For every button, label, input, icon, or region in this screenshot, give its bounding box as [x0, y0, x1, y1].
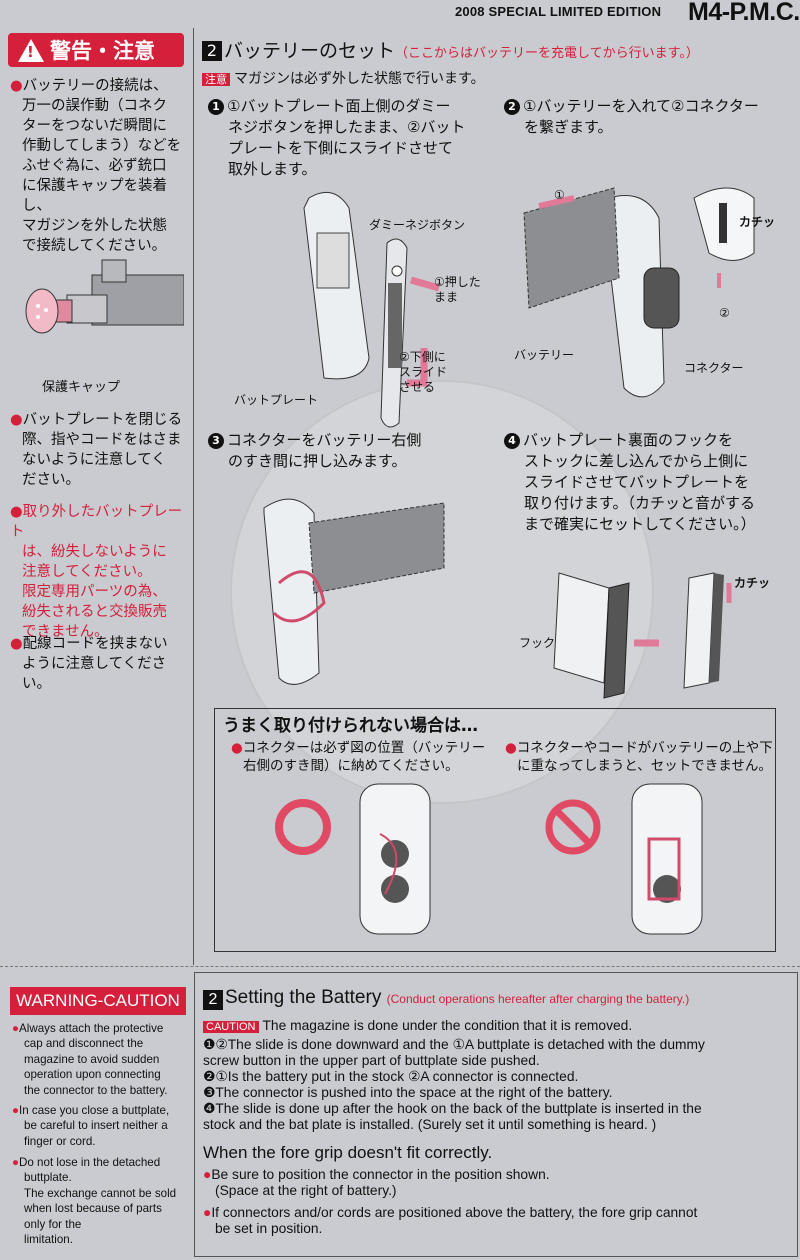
- warning-badge: ! 警告・注意: [8, 33, 184, 67]
- connector-label: コネクター: [684, 361, 744, 375]
- en-warning-column: WARNING-CAUTION ●Always attach the prote…: [0, 975, 192, 1260]
- en-step-line-4: ❸The connector is pushed into the space …: [203, 1085, 613, 1100]
- slide-down-label: ②下側に スライド させる: [399, 350, 448, 394]
- push-hold-label: ①押した まま: [434, 275, 481, 304]
- en-step-line-1: ❶②The slide is done downward and the ①A …: [203, 1037, 705, 1052]
- muzzle-cap-illustration: [25, 259, 184, 334]
- magazine-note: 注意マガジンは必ず外した状態で行います。: [202, 68, 485, 88]
- correct-circle-icon: [275, 799, 331, 855]
- hook-label: フック: [519, 636, 556, 650]
- trouble-title: うまく取り付けられない場合は…: [223, 716, 478, 736]
- warning-caution-badge: WARNING-CAUTION: [10, 987, 186, 1015]
- connector-tuck-illustration: [263, 498, 445, 685]
- en-step-line-3: ❷①Is the battery put in the stock ②A con…: [203, 1069, 579, 1084]
- step2-marker-1: ①: [554, 188, 565, 202]
- prohibited-icon: [545, 799, 601, 855]
- warning-badge-label: 警告・注意: [50, 39, 155, 63]
- section-divider: [0, 966, 800, 970]
- buttplate-label: バットプレート: [234, 393, 319, 407]
- en-fit-note-2b: be set in position.: [215, 1221, 323, 1236]
- model-logo: M4-P.M.C.: [688, 0, 800, 26]
- jp-warning-3: ●取り外したバットプレート は、紛失しないように 注意してください。 限定専用パ…: [10, 504, 183, 640]
- edition-label: 2008 SPECIAL LIMITED EDITION: [455, 4, 662, 19]
- incorrect-position-illustration: [631, 783, 703, 935]
- step2-marker-2: ②: [719, 306, 730, 320]
- fit-trouble-box: うまく取り付けられない場合は… ●コネクターは必ず図の位置（バッテリー 右側のす…: [214, 708, 776, 952]
- buttplate-removal-illustration: [303, 191, 440, 428]
- click-label-2: カチッ: [734, 576, 771, 590]
- jp-warning-4: ●配線コードを挟まない ように注意してください。: [10, 636, 168, 692]
- warning-triangle-icon: !: [18, 38, 44, 62]
- jp-warning-column: ! 警告・注意 ●バッテリーの接続は、 万一の誤作動（コネク ターをつないだ瞬間…: [0, 28, 192, 965]
- en-warning-3: ●Do not lose in the detached buttplate. …: [12, 1156, 177, 1247]
- en-fit-heading: When the fore grip doesn't fit correctly…: [203, 1143, 493, 1162]
- buttplate-install-illustration: [553, 572, 732, 699]
- dummy-screw-label: ダミーネジボタン: [369, 218, 466, 232]
- en-step-line-5: ❹The slide is done up after the hook on …: [203, 1101, 702, 1116]
- trouble-ok-note: ●コネクターは必ず図の位置（バッテリー 右側のすき間）に納めてください。: [231, 740, 486, 774]
- en-fit-note-1b: (Space at the right of battery.): [215, 1183, 397, 1198]
- en-warning-1: ●Always attach the protective cap and di…: [12, 1022, 168, 1097]
- en-warning-2: ●In case you close a buttplate, be caref…: [12, 1104, 170, 1148]
- en-step-line-2: screw button in the upper part of buttpl…: [203, 1053, 540, 1068]
- jp-warning-1: ●バッテリーの接続は、 万一の誤作動（コネク ターをつないだ瞬間に 作動してしま…: [10, 78, 182, 254]
- battery-insert-illustration: [523, 187, 755, 398]
- en-fit-note-2: ●If connectors and/or cords are position…: [203, 1205, 698, 1220]
- en-fit-note-1: ●Be sure to position the connector in th…: [203, 1167, 550, 1182]
- jp-warning-2: ●バットプレートを閉じる 際、指やコードをはさま ないように注意してく ださい。: [10, 412, 183, 488]
- en-step-line-6: stock and the bat plate is installed. (S…: [203, 1117, 657, 1132]
- click-label-1: カチッ: [739, 215, 776, 229]
- trouble-ng-note: ●コネクターやコードがバッテリーの上や下 に重なってしまうと、セットできません。: [505, 740, 773, 774]
- battery-label: バッテリー: [514, 348, 575, 362]
- cap-label: 保護キャップ: [42, 380, 121, 395]
- correct-position-illustration: [359, 783, 431, 935]
